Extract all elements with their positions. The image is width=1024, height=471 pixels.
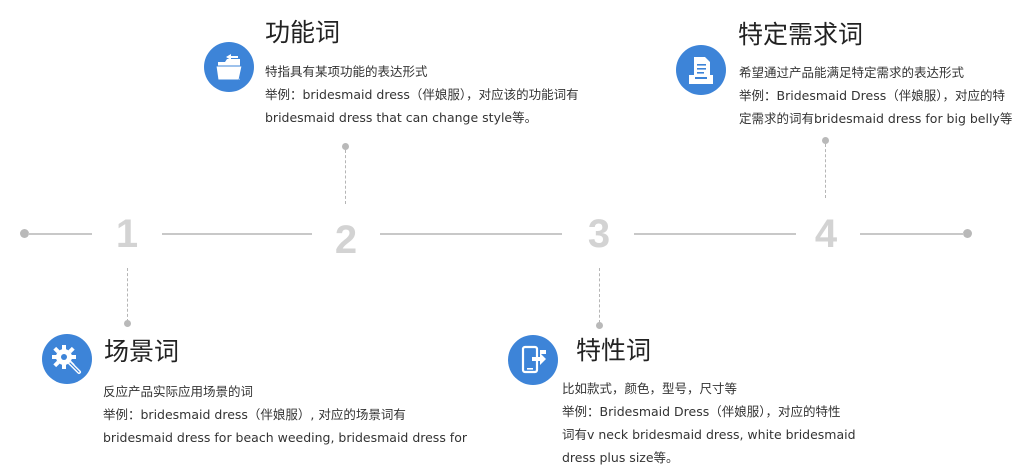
connector-3	[599, 268, 600, 323]
timeline-end-dot	[963, 229, 972, 238]
description-line: 举例：bridesmaid dress（伴娘服）, 对应的场景词有	[103, 407, 406, 422]
description-line: 特指具有某项功能的表达形式	[265, 64, 428, 79]
timeline-segment	[860, 233, 964, 235]
connector-1	[127, 268, 128, 322]
step-number-1: 1	[115, 212, 139, 256]
connector-4	[825, 144, 826, 198]
description-line: 词有v neck bridesmaid dress, white bridesm…	[562, 427, 856, 442]
description-line: 举例：bridesmaid dress（伴娘服），对应该的功能词有	[265, 87, 579, 102]
card-description: 希望通过产品能满足特定需求的表达形式 举例：Bridesmaid Dress（伴…	[739, 61, 1012, 130]
connector-2	[345, 150, 346, 204]
description-line: 举例：Bridesmaid Dress（伴娘服），对应的特	[739, 88, 1005, 103]
connector-dot-4	[822, 137, 829, 144]
description-line: bridesmaid dress for beach weeding, brid…	[103, 430, 467, 445]
description-line: 比如款式，颜色，型号，尺寸等	[562, 381, 738, 396]
card-title: 特定需求词	[738, 20, 864, 49]
timeline-segment	[28, 233, 92, 235]
folder-arrow-icon	[204, 42, 254, 92]
connector-dot-3	[596, 322, 603, 329]
card-title: 特性词	[576, 336, 652, 365]
document-tray-icon	[676, 45, 726, 95]
timeline-segment	[634, 233, 796, 235]
card-title: 功能词	[265, 18, 341, 47]
connector-dot-2	[342, 143, 349, 150]
card-description: 比如款式，颜色，型号，尺寸等 举例：Bridesmaid Dress（伴娘服），…	[562, 377, 856, 469]
gear-wrench-icon	[42, 334, 92, 384]
card-description: 特指具有某项功能的表达形式 举例：bridesmaid dress（伴娘服），对…	[265, 60, 579, 129]
step-number-3: 3	[587, 212, 611, 256]
description-line: bridesmaid dress that can change style等。	[265, 110, 538, 125]
timeline-start-dot	[20, 229, 29, 238]
description-line: 举例：Bridesmaid Dress（伴娘服），对应的特性	[562, 404, 841, 419]
step-number-4: 4	[814, 212, 838, 256]
connector-dot-1	[124, 320, 131, 327]
description-line: 反应产品实际应用场景的词	[103, 384, 254, 399]
phone-transfer-icon	[508, 335, 558, 385]
timeline-segment	[380, 233, 562, 235]
card-title: 场景词	[104, 337, 180, 366]
step-number-2: 2	[334, 218, 358, 262]
description-line: 定需求的词有bridesmaid dress for big belly等	[739, 111, 1013, 126]
timeline-segment	[162, 233, 312, 235]
description-line: 希望通过产品能满足特定需求的表达形式	[739, 65, 965, 80]
card-description: 反应产品实际应用场景的词 举例：bridesmaid dress（伴娘服）, 对…	[103, 380, 467, 449]
description-line: dress plus size等。	[562, 450, 679, 465]
